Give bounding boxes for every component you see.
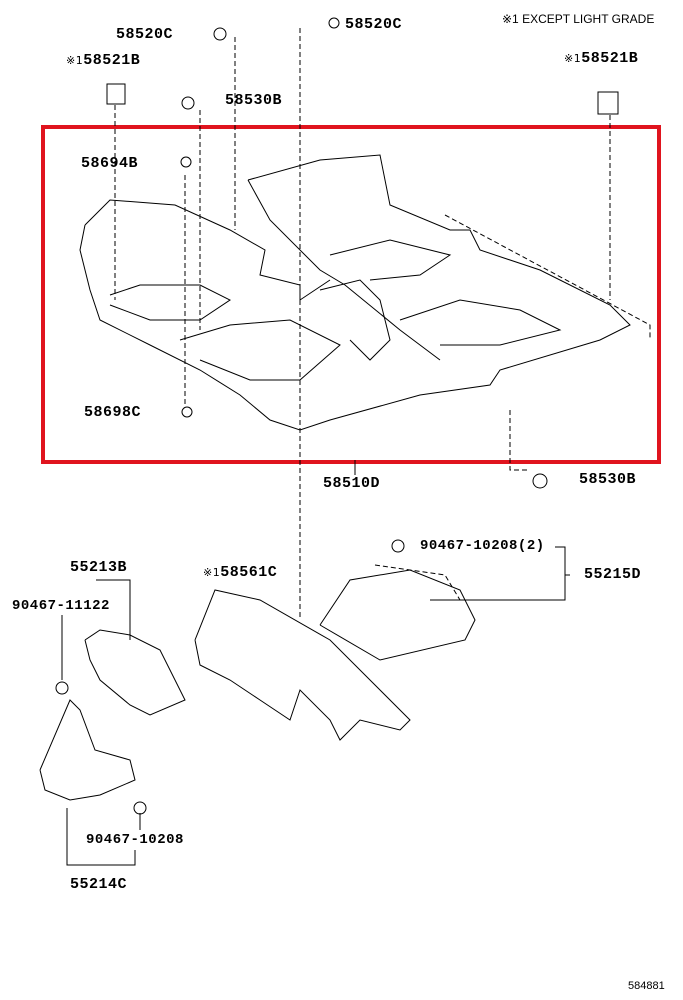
footnote-except-light-grade: ※1 EXCEPT LIGHT GRADE — [502, 12, 655, 26]
highlight-box — [41, 125, 661, 464]
label-58521b-left: ※158521B — [66, 52, 140, 69]
figure-id: 584881 — [628, 980, 665, 992]
mark-1: ※1 — [203, 566, 221, 579]
part-58561c — [194, 589, 411, 741]
label-90467-10208: 90467-10208 — [86, 832, 184, 848]
label-90467-11122: 90467-11122 — [12, 598, 110, 614]
label-58694b: 58694B — [81, 155, 139, 172]
label-55215d: 55215D — [584, 566, 642, 583]
floor-carpet-58510d — [79, 154, 631, 431]
label-58530b-bottom: 58530B — [579, 471, 637, 488]
part-55214c — [39, 699, 136, 801]
label-58530b-top: 58530B — [225, 92, 283, 109]
label-58520c-left: 58520C — [116, 26, 174, 43]
part-55215d — [319, 569, 476, 661]
clips — [55, 17, 619, 815]
label-90467-10208-qty2: 90467-10208(2) — [420, 538, 545, 554]
label-58521b-right: ※158521B — [564, 50, 638, 67]
part-number: 58521B — [83, 52, 141, 69]
label-55213b: 55213B — [70, 559, 128, 576]
label-58698c: 58698C — [84, 404, 142, 421]
label-58561c: ※158561C — [203, 564, 277, 581]
part-55213b — [84, 629, 186, 716]
leader-lines — [114, 28, 651, 620]
part-number: 58521B — [581, 50, 639, 67]
mark-1: ※1 — [66, 54, 84, 67]
mark-1: ※1 — [564, 52, 582, 65]
label-58520c-right: 58520C — [345, 16, 403, 33]
bracket-lines — [61, 460, 570, 866]
label-58510d: 58510D — [323, 475, 381, 492]
part-number: 58561C — [220, 564, 278, 581]
label-55214c: 55214C — [70, 876, 128, 893]
